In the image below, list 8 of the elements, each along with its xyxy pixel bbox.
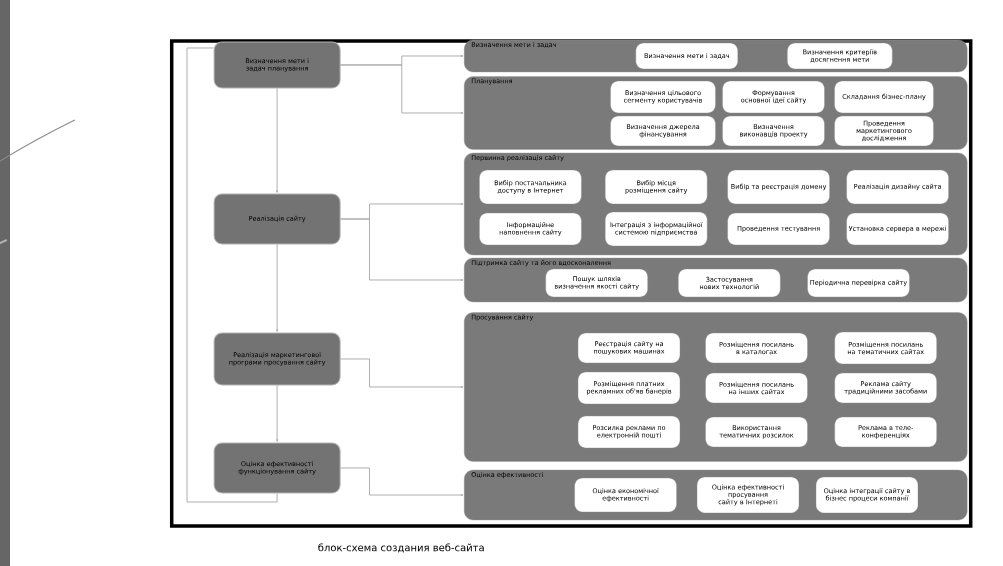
arrow: [340, 64, 464, 115]
arrow: [276, 244, 279, 332]
arrow: [340, 467, 464, 497]
arrow: [276, 88, 279, 193]
arrow: [340, 358, 464, 389]
arrow: [276, 385, 279, 442]
caption: блок-схема создания веб-сайта: [318, 543, 484, 553]
arrow: [340, 218, 464, 282]
